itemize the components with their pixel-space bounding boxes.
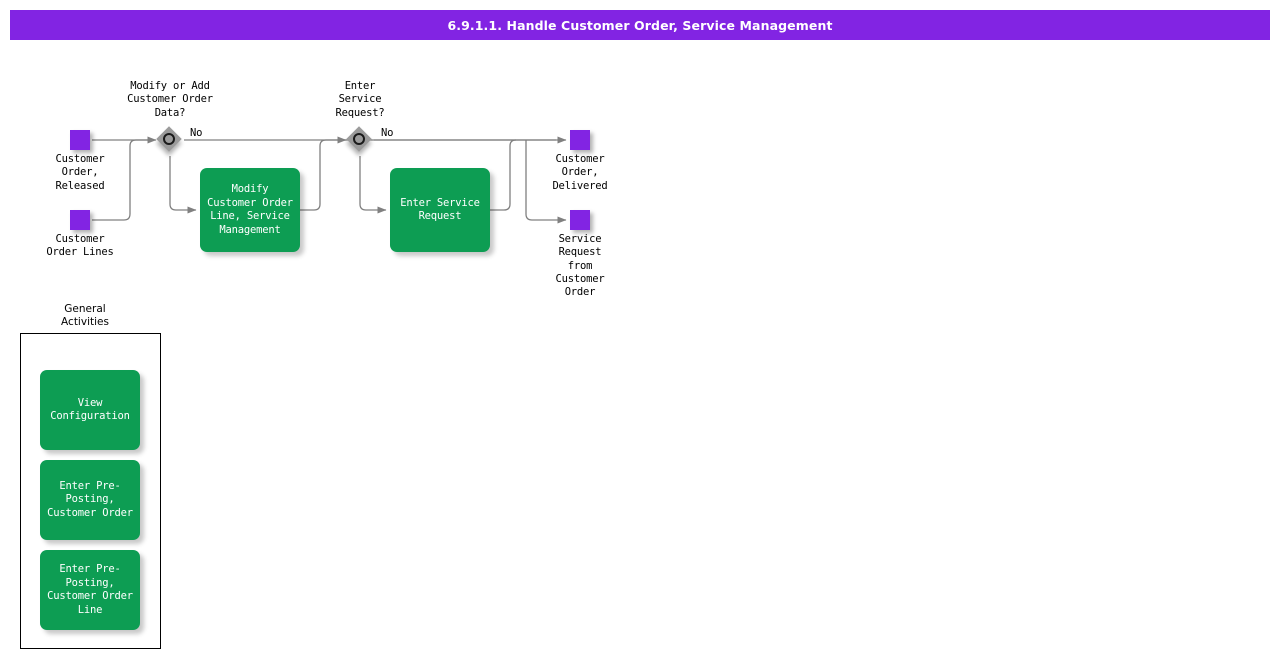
edge-label-gw1-no: No [190,127,203,139]
edge-modify-to-gw2 [300,136,347,211]
activity-enter-pre-posting-customer-order[interactable]: Enter Pre- Posting, Customer Order [40,460,140,540]
gateway-enter-service-request[interactable] [346,126,373,153]
edge-label-gw2-no: No [381,127,394,139]
label-customer-order-delivered: Customer Order, Delivered [552,153,608,192]
activity-view-configuration[interactable]: View Configuration [40,370,140,450]
page-title-bar: 6.9.1.1. Handle Customer Order, Service … [10,10,1270,40]
activity-enter-pre-posting-customer-order-line[interactable]: Enter Pre- Posting, Customer Order Line [40,550,140,630]
activity-label: View Configuration [50,396,130,423]
label-customer-order-released: Customer Order, Released [55,153,105,192]
group-title-general-activities: General Activities [61,303,109,328]
edge-gw2-yes-to-esr [359,156,387,214]
label-service-request-from-customer-order: Service Request from Customer Order [555,233,605,299]
group-box-general-activities [20,333,161,649]
activity-label: Enter Pre- Posting, Customer Order Line [47,563,133,616]
activity-enter-service-request[interactable]: Enter Service Request [390,168,490,252]
edge-gw1-yes-to-modify [169,156,197,214]
activity-label: Enter Service Request [400,196,480,223]
label-customer-order-lines: Customer Order Lines [46,233,114,259]
data-object-icon [570,210,590,230]
label-modify-or-add-gateway: Modify or Add Customer Order Data? [127,80,213,119]
page-title: 6.9.1.1. Handle Customer Order, Service … [447,17,833,33]
label-enter-service-request-gateway: Enter Service Request? [335,80,385,119]
gateway-event-ring-icon [353,133,365,145]
data-object-icon [70,210,90,230]
data-object-icon [70,130,90,150]
activity-label: Enter Pre- Posting, Customer Order [47,479,133,519]
gateway-event-ring-icon [163,133,175,145]
data-object-icon [570,130,590,150]
gateway-modify-or-add[interactable] [156,126,183,153]
activity-label: Modify Customer Order Line, Service Mana… [207,183,293,236]
activity-modify-customer-order-line[interactable]: Modify Customer Order Line, Service Mana… [200,168,300,252]
